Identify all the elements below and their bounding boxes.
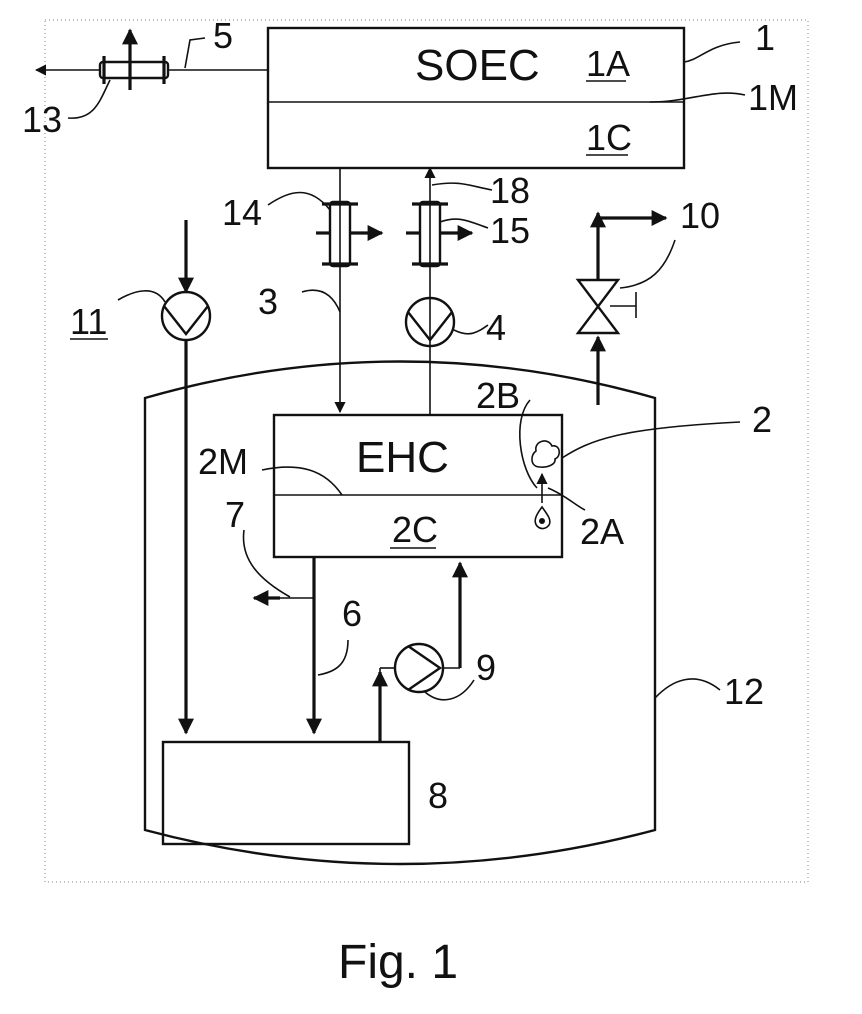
leader-11 [118, 291, 165, 302]
leader-9 [425, 680, 474, 700]
leader-7 [243, 530, 290, 597]
label-2B: 2B [476, 375, 520, 416]
label-2A: 2A [580, 511, 624, 552]
leader-6 [318, 640, 348, 675]
leader-2B [520, 400, 537, 488]
label-12: 12 [724, 671, 764, 712]
figure-caption: Fig. 1 [338, 936, 458, 989]
leader-12 [655, 679, 720, 698]
label-14: 14 [222, 192, 262, 233]
leader-2A [548, 488, 585, 510]
gas-bubble-icon [532, 441, 559, 467]
label-4: 4 [486, 307, 506, 348]
label-2: 2 [752, 399, 772, 440]
pump-9 [395, 644, 443, 692]
leader-10 [620, 240, 675, 288]
label-1A: 1A [586, 43, 630, 84]
tank-8 [163, 742, 409, 844]
label-8: 8 [428, 775, 448, 816]
label-1: 1 [755, 17, 775, 58]
pump-9-symbol [408, 646, 440, 690]
leader-13 [68, 80, 110, 118]
label-2M: 2M [198, 441, 248, 482]
label-11: 11 [70, 301, 107, 342]
leader-18 [432, 183, 492, 190]
ehc-title: EHC [356, 433, 449, 482]
leader-1 [684, 42, 740, 62]
soec-title: SOEC [415, 41, 540, 90]
leader-1M [650, 93, 745, 102]
droplet-dot [539, 518, 545, 524]
label-15: 15 [490, 210, 530, 251]
leader-2 [562, 422, 740, 458]
label-6: 6 [342, 593, 362, 634]
label-5: 5 [213, 15, 233, 56]
label-7: 7 [225, 494, 245, 535]
leader-15 [440, 219, 488, 228]
label-18: 18 [490, 170, 530, 211]
leader-5 [185, 38, 205, 68]
leader-14 [268, 193, 330, 211]
label-13: 13 [22, 99, 62, 140]
label-3: 3 [258, 281, 278, 322]
label-10: 10 [680, 195, 720, 236]
liquid-droplet-icon [535, 507, 550, 529]
label-1C: 1C [586, 117, 632, 158]
label-1M: 1M [748, 77, 798, 118]
pump-11-symbol [164, 306, 208, 334]
label-9: 9 [476, 647, 496, 688]
leader-4 [454, 325, 488, 334]
leader-3 [302, 290, 340, 312]
label-2C: 2C [392, 509, 438, 550]
heat-exchanger-13 [100, 62, 168, 78]
